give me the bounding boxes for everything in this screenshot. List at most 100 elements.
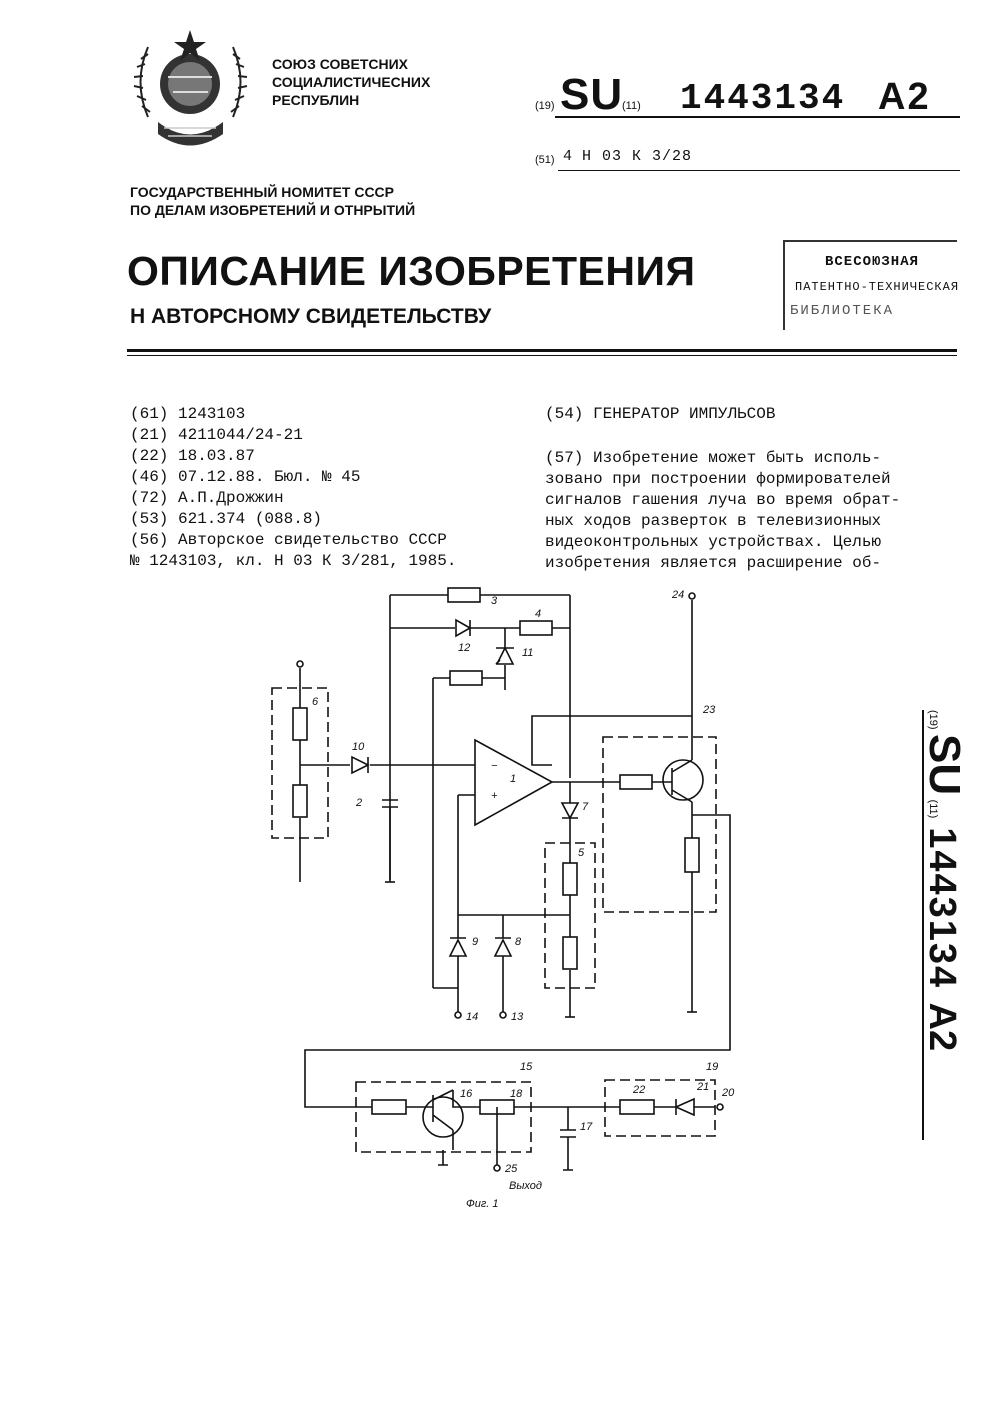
bib-row: № 1243103, кл. Н 03 К 3/281, 1985. [130,552,456,570]
resistor-top-left [450,671,482,685]
label-15: 15 [520,1061,533,1073]
block-15-box [356,1082,531,1152]
bib-value: 18.03.87 [178,447,255,465]
label-9: 9 [472,936,478,948]
side-kind: A2 [921,1003,963,1052]
country-code: SU [560,70,623,120]
ussr-emblem [128,22,253,157]
stage-23-box [603,737,716,912]
bib-row: (72)А.П.Дрожжин [130,489,284,507]
document-title: ОПИСАНИЕ ИЗОБРЕТЕНИЯ [127,248,695,295]
abstract-line: (57) Изобретение может быть исполь- [545,449,881,467]
bib-code: (72) [130,489,178,507]
label-2: 2 [355,797,362,809]
kind-code: A2 [878,76,931,119]
bib-value: 1243103 [178,405,245,423]
bib-code: (46) [130,468,178,486]
ipc-classification: Н 03 К 3/28 [582,148,692,165]
stamp-line: ВСЕСОЮЗНАЯ [825,254,919,270]
bib-row: (53)621.374 (088.8) [130,510,322,528]
ipc-underline [558,170,960,171]
label-4: 4 [535,608,541,620]
bib-row: (61)1243103 [130,405,245,423]
label-18: 18 [510,1088,523,1100]
bib-row: (21)4211044/24-21 [130,426,303,444]
zener-11 [496,648,514,664]
label-22: 22 [632,1084,645,1096]
field-51-code: (51) [535,154,555,166]
side-field-19: (19) [927,710,939,730]
diode-21 [676,1099,694,1115]
label-13: 13 [511,1011,524,1023]
stamp-line: БИБЛИОТЕКА [790,303,894,319]
circuit-schematic: 3 4 12 11 6 10 2 1 − + 7 5 9 8 14 13 24 … [260,580,740,1220]
diode-7 [562,803,578,818]
field-11-code: (11) [622,100,641,112]
side-number: 1443134 [921,827,963,989]
bib-value: Авторское свидетельство СССР [178,531,447,549]
committee-line: ГОСУДАРСТВЕННЫЙ НОМИТЕТ СССР [130,183,415,201]
label-20: 20 [721,1087,735,1099]
output-label: Выход [509,1180,542,1192]
diode-12 [456,620,470,636]
bib-value: № 1243103, кл. Н 03 К 3/281, 1985. [130,552,456,570]
header-underline [555,116,960,118]
label-6: 6 [312,696,319,708]
label-21: 21 [696,1081,709,1093]
capacitor-17 [560,1107,576,1170]
diode-10 [352,757,368,773]
label-3: 3 [491,595,498,607]
opamp-minus: − [491,760,498,772]
patent-number: 1443134 [680,78,845,119]
union-name: СОЮЗ СОВЕТСНИХ СОЦИАЛИСТИЧЕСНИХ РЕСПУБЛИ… [272,55,430,109]
side-field-11: (11) [927,800,939,819]
bib-value: 4211044/24-21 [178,426,303,444]
label-11: 11 [522,647,533,659]
bib-code: (56) [130,531,178,549]
bib-value: А.П.Дрожжин [178,489,284,507]
header-rule-thin [127,355,957,356]
abstract-line: видеоконтрольных устройствах. Целью [545,533,881,551]
figure-caption: Фиг. 1 [466,1198,499,1210]
label-5: 5 [578,847,585,859]
bib-row: (46)07.12.88. Бюл. № 45 [130,468,360,486]
resistor-5a [563,863,577,895]
label-1: 1 [510,773,516,785]
label-16: 16 [460,1088,473,1100]
label-10: 10 [352,741,365,753]
field-19-code: (19) [535,100,555,112]
resistor-3 [448,588,480,602]
bib-code: (21) [130,426,178,444]
document-subtitle: Н АВТОРСНОМУ СВИДЕТЕЛЬСТВУ [130,305,491,329]
union-line: СОЦИАЛИСТИЧЕСНИХ [272,73,430,91]
header-rule [127,349,957,352]
label-12: 12 [458,642,470,654]
side-patent-number: (19) SU (11) 1443134 A2 [925,710,975,1130]
label-24: 24 [671,589,684,601]
invention-title: (54) ГЕНЕРАТОР ИМПУЛЬСОВ [545,405,775,423]
bib-code: (53) [130,510,178,528]
opamp-plus: + [491,790,498,802]
capacitor-2 [382,800,398,882]
resistor-base [620,775,652,789]
bib-row: (22)18.03.87 [130,447,255,465]
abstract-line: зовано при построении формирователей [545,470,891,488]
resistor-5b [563,937,577,969]
label-7: 7 [582,801,589,813]
resistor-emitter [685,838,699,872]
label-25: 25 [504,1163,518,1175]
bib-value: 07.12.88. Бюл. № 45 [178,468,360,486]
ipc-edition: 4 [563,148,572,165]
label-19: 19 [706,1061,718,1073]
union-line: СОЮЗ СОВЕТСНИХ [272,55,430,73]
transistor-16 [423,1097,463,1137]
resistor-22 [620,1100,654,1114]
resistor-6b [293,785,307,817]
diode-8 [495,938,511,956]
label-23: 23 [702,704,716,716]
diode-9 [450,938,466,956]
label-8: 8 [515,936,522,948]
stamp-line: ПАТЕНТНО-ТЕХНИЧЕСКАЯ [795,280,959,294]
abstract-line: ных ходов разверток в телевизионных [545,512,881,530]
abstract-line: изобретения является расширение об- [545,554,881,572]
